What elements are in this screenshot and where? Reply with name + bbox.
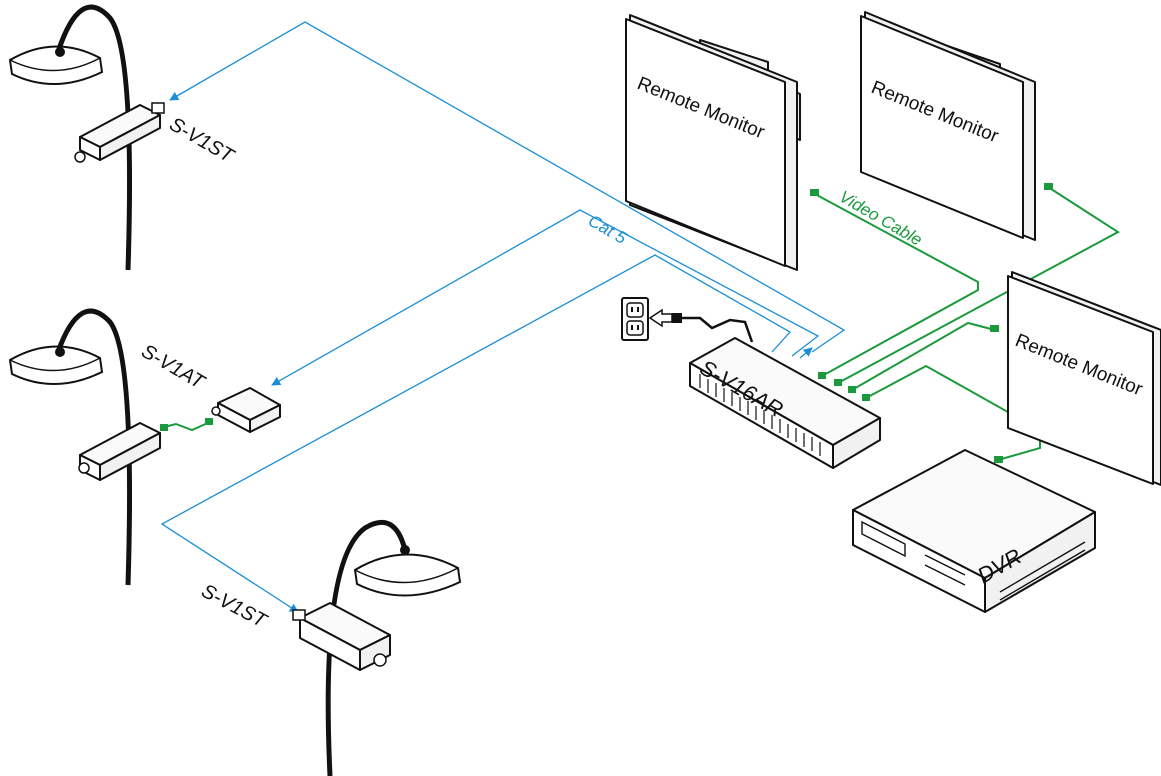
- dome-camera-icon: [8, 45, 104, 85]
- remote-monitor-2: Remote Monitor: [860, 11, 1036, 241]
- dvr: DVR: [852, 449, 1096, 613]
- remote-monitor-3: Remote Monitor: [1007, 271, 1161, 486]
- power-plug-icon: [648, 308, 754, 343]
- video-connectors: [160, 183, 1053, 463]
- cat5-cables: [160, 21, 846, 613]
- camera-middle: [8, 308, 161, 586]
- cat5-label: Cat 5: [585, 211, 630, 248]
- camera-top: S-V1ST: [8, 4, 239, 271]
- camera-bottom: S-V1ST: [198, 519, 462, 776]
- video-cable-label: Video Cable: [836, 187, 925, 250]
- transmitter-label: S-V1AT: [138, 340, 210, 394]
- video-cable-monitor-2: [837, 186, 1120, 384]
- power-outlet-icon: [621, 297, 649, 341]
- video-cable-monitor-1: [814, 193, 979, 377]
- video-cables: [159, 186, 1120, 461]
- dome-camera-icon: [353, 545, 462, 597]
- dome-camera-icon: [8, 345, 104, 385]
- cat5-cable-bottom-camera: [160, 254, 792, 613]
- cat5-cable-top-camera: [169, 21, 846, 353]
- video-cable-monitor-3: [851, 321, 996, 391]
- camera-top-label: S-V1ST: [166, 113, 239, 168]
- cat5-cable-receiver-a: [799, 347, 813, 359]
- receiver-s-v16ar: S-V16AR: [689, 337, 881, 469]
- cat5-cable-transmitter: [271, 209, 820, 386]
- remote-monitor-1: Remote Monitor: [625, 14, 801, 271]
